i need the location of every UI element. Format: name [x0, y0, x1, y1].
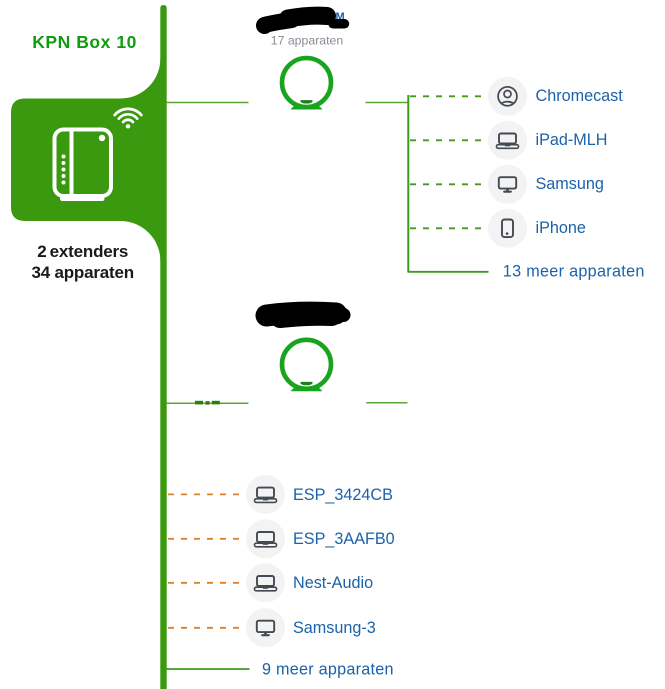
svg-text:ESP_3424CB: ESP_3424CB — [293, 486, 393, 504]
svg-text:M: M — [336, 11, 345, 23]
svg-text:17 apparaten: 17 apparaten — [271, 34, 344, 48]
svg-text:KPN Box 10: KPN Box 10 — [32, 32, 137, 52]
svg-text:34 apparaten: 34 apparaten — [31, 263, 133, 282]
svg-text:13 meer apparaten: 13 meer apparaten — [503, 263, 645, 281]
svg-text:2 extenders: 2 extenders — [37, 242, 128, 261]
svg-text:Nest-Audio: Nest-Audio — [293, 574, 373, 592]
svg-text:Samsung: Samsung — [536, 175, 604, 193]
svg-text:Samsung-3: Samsung-3 — [293, 619, 376, 637]
svg-text:iPhone: iPhone — [536, 219, 586, 237]
svg-text:ESP_3AAFB0: ESP_3AAFB0 — [293, 530, 395, 548]
svg-text:iPad-MLH: iPad-MLH — [536, 131, 608, 149]
svg-text:Chromecast: Chromecast — [536, 87, 624, 105]
svg-text:9 meer apparaten: 9 meer apparaten — [262, 660, 394, 678]
